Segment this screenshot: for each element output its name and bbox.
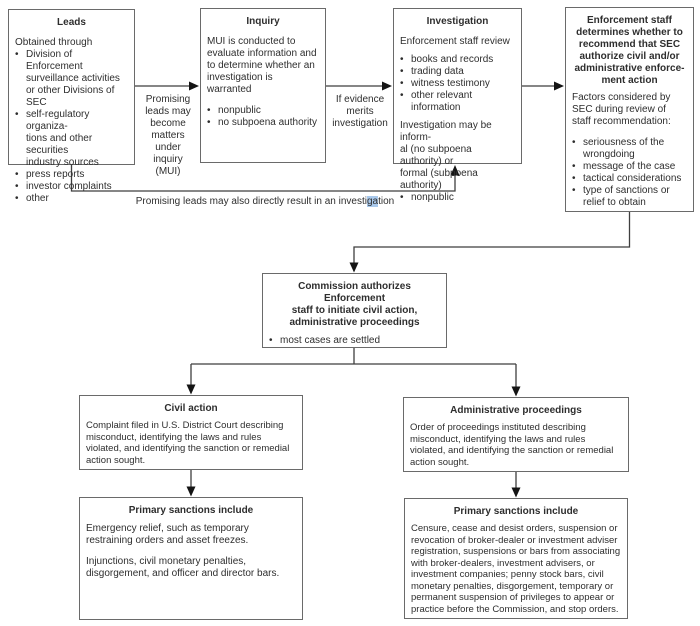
bullet-marker: • [572,184,576,196]
list-item: • message of the case [572,160,676,172]
arrow-inquiry-to-investigation [326,81,392,91]
box-title: Primary sanctions include [128,505,254,516]
list-item: • seriousness of the wrongdoing [572,137,665,161]
bullet-marker: • [400,66,404,77]
box-paragraph: Emergency relief, such as temporary rest… [86,523,249,546]
label-text-pre: Promising leads may also directly result… [135,196,367,207]
bullet-marker: • [400,192,404,203]
arrow-investigation-to-enforcement [522,81,564,91]
box-body: MUI is conducted to evaluate information… [207,36,317,95]
list-item: • self-regulatory organiza- tions and ot… [15,109,99,168]
label-inquiry-to-investigation: If evidence merits investigation [332,94,388,129]
box-intro: Enforcement staff review [400,36,510,47]
bullet-marker: • [400,54,404,65]
box-body: Order of proceedings instituted describi… [410,422,614,468]
list-item: • trading data [400,66,464,77]
bullet-marker: • [572,160,576,172]
bullet-marker: • [572,172,576,184]
list-item: • nonpublic [400,192,454,203]
box-civil-sanctions: Primary sanctions include Emergency reli… [79,497,303,620]
box-title: Commission authorizes Enforcement staff … [289,281,420,328]
list-item: • witness testimony [400,78,490,89]
box-intro: Factors considered by SEC during review … [572,92,671,128]
list-item: • other relevant information [400,90,473,113]
list-item: • books and records [400,54,494,65]
box-enforcement-staff: Enforcement staff determines whether to … [565,7,694,212]
bullet-marker: • [572,137,576,149]
arrow-leads-to-inquiry [135,81,199,91]
arrow-civil-to-sanctions [186,470,196,497]
search-highlight: ga [366,196,379,207]
list-item: • no subpoena authority [207,117,317,128]
arrow-admin-to-sanctions [511,472,521,498]
box-inquiry: Inquiry MUI is conducted to evaluate inf… [200,8,326,163]
box-admin-proceedings: Administrative proceedings Order of proc… [403,397,629,472]
list-item: • investor complaints [15,181,112,192]
box-body: Complaint filed in U.S. District Court d… [86,420,290,466]
label-text-post: tion [378,196,395,207]
bullet-marker: • [400,90,404,101]
box-title: Administrative proceedings [450,405,582,416]
box-body: Censure, cease and desist orders, suspen… [411,523,621,615]
box-commission: Commission authorizes Enforcement staff … [262,273,447,348]
list-item: • nonpublic [207,105,261,116]
bullet-marker: • [207,105,211,116]
box-admin-sanctions: Primary sanctions include Censure, cease… [404,498,628,619]
box-title: Civil action [164,403,218,414]
box-paragraph: Injunctions, civil monetary penalties, d… [86,556,280,579]
list-item: • press reports [15,169,85,180]
label-leads-to-investigation: Promising leads may also directly result… [134,196,396,208]
box-title: Primary sanctions include [453,506,579,517]
bullet-marker: • [15,49,19,60]
bullet-marker: • [15,181,19,192]
connector-commission-split [186,348,521,397]
box-investigation: Investigation Enforcement staff review •… [393,8,522,203]
list-item: • other [15,193,49,204]
bullet-marker: • [269,335,273,346]
list-item: • tactical considerations [572,172,682,184]
box-title: Investigation [426,16,489,27]
box-intro: Obtained through [15,37,93,48]
list-item: • Division of Enforcement surveillance a… [15,49,120,108]
list-item: • type of sanctions or relief to obtain [572,184,670,208]
box-civil-action: Civil action Complaint filed in U.S. Dis… [79,395,303,470]
box-leads: Leads Obtained through • Division of Enf… [8,9,135,204]
box-note: Investigation may be inform- al (no subp… [400,120,492,191]
box-title: Enforcement staff determines whether to … [574,15,685,86]
bullet-marker: • [15,193,19,204]
bullet-marker: • [15,169,19,180]
bullet-marker: • [400,78,404,89]
arrow-enforcement-to-commission [349,212,631,273]
label-leads-to-inquiry: Promising leads may become matters under… [145,94,191,177]
list-item: • most cases are settled [269,335,381,346]
bullet-marker: • [207,117,211,128]
box-title: Leads [57,17,86,28]
box-title: Inquiry [246,16,280,27]
bullet-marker: • [15,109,19,120]
